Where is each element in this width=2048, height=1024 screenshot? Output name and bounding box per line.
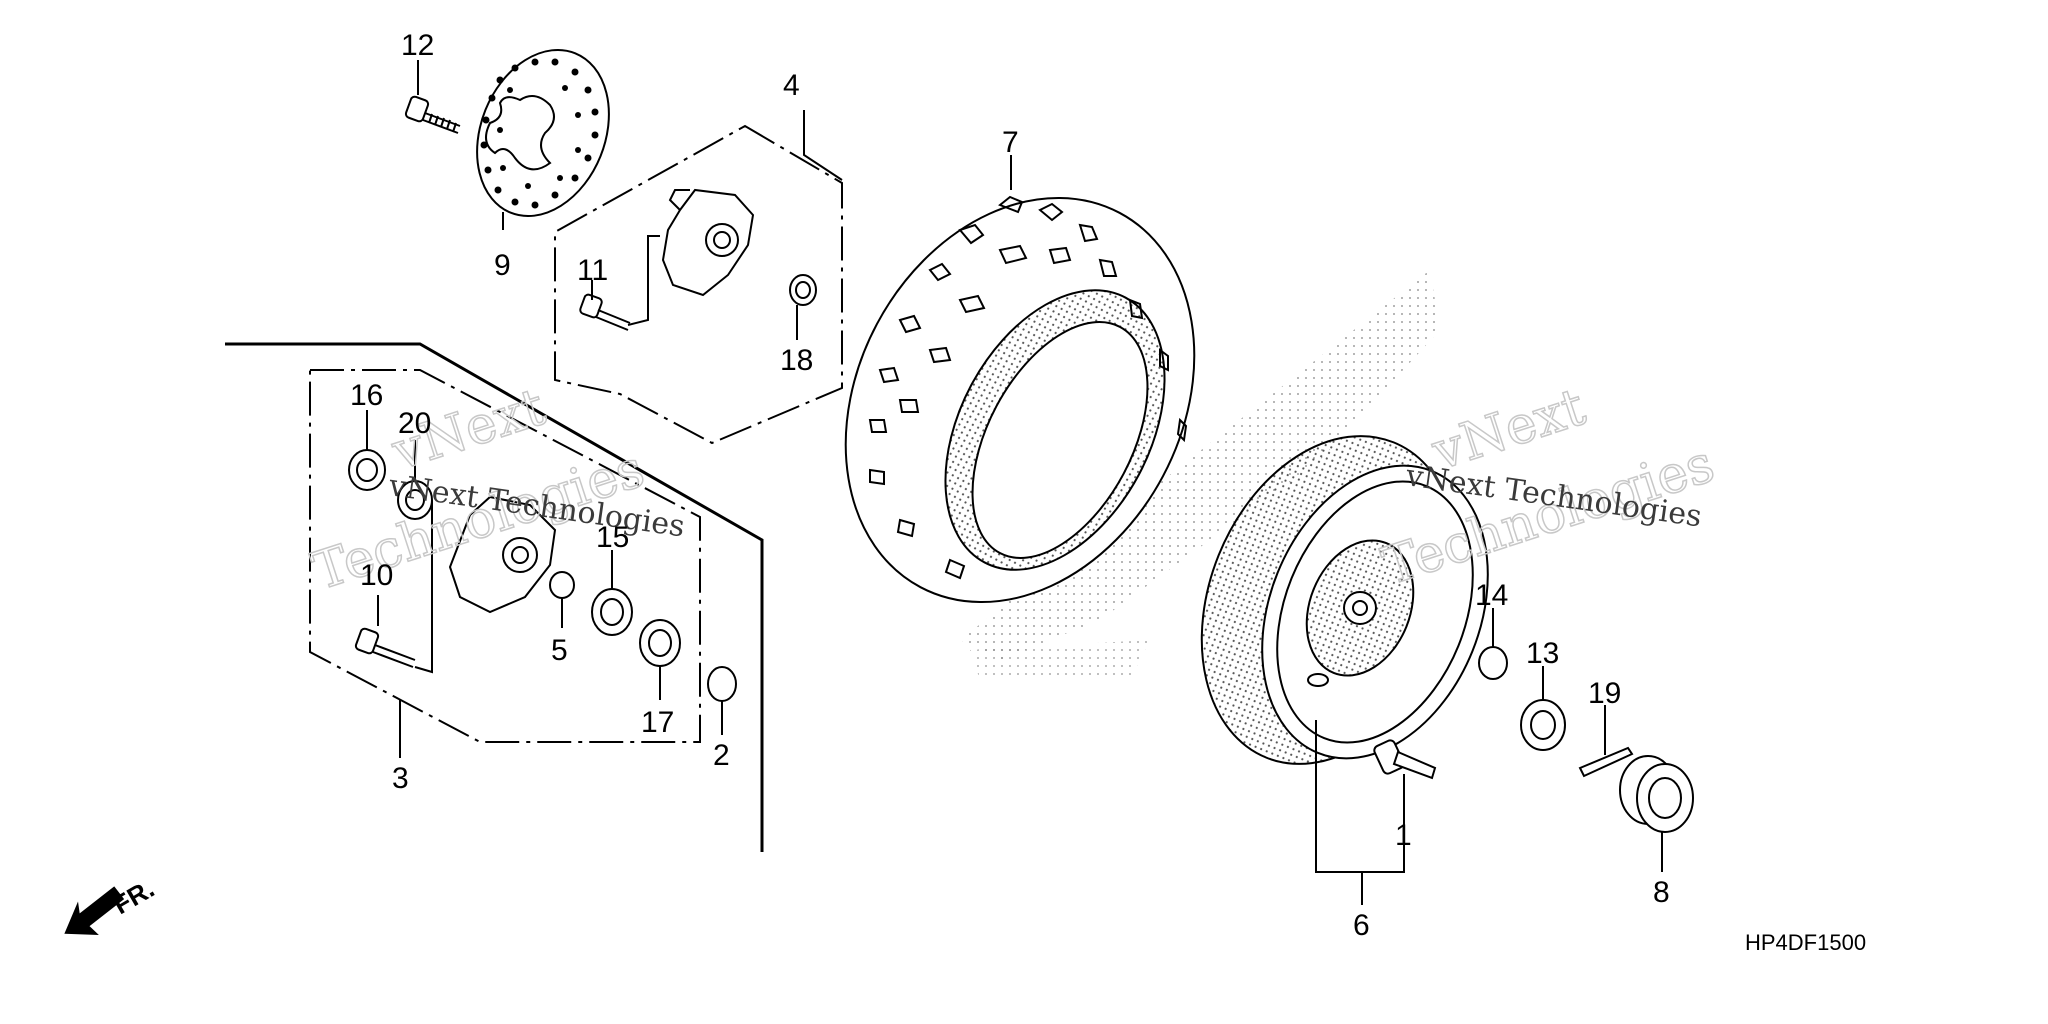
- callout-17: 17: [641, 706, 674, 739]
- callout-18: 18: [780, 344, 813, 377]
- hub-cap: [1619, 755, 1694, 833]
- cotter-pin: [1578, 746, 1634, 778]
- callout-19: 19: [1588, 677, 1621, 710]
- callout-5: 5: [551, 634, 568, 667]
- callout-8: 8: [1653, 876, 1670, 909]
- tire: [844, 195, 1196, 604]
- front-direction-indicator: FR.: [64, 873, 159, 935]
- disc-bolt: [404, 95, 461, 134]
- callout-4: 4: [783, 69, 800, 102]
- drawing-code: HP4DF1500: [1745, 930, 1866, 955]
- valve-stem: [1373, 739, 1437, 780]
- callout-7: 7: [1002, 126, 1019, 159]
- brake-disc: [476, 48, 610, 218]
- callout-13: 13: [1526, 637, 1559, 670]
- castle-nut: [1520, 699, 1566, 751]
- leader-lines: [366, 60, 1663, 905]
- callout-14: 14: [1475, 579, 1508, 612]
- hub-assembly-group: [554, 110, 843, 445]
- wheel-nut: [1478, 646, 1508, 680]
- callout-20: 20: [398, 407, 431, 440]
- callout-12: 12: [401, 29, 434, 62]
- wheel-rim: [1200, 435, 1489, 765]
- front-label: FR.: [108, 873, 159, 920]
- callout-9: 9: [494, 249, 511, 282]
- hub-group-3: [225, 342, 764, 852]
- callout-10: 10: [360, 559, 393, 592]
- callout-1: 1: [1395, 819, 1412, 852]
- callout-11: 11: [577, 254, 608, 287]
- callout-6: 6: [1353, 909, 1370, 942]
- callout-3: 3: [392, 762, 409, 795]
- callout-15: 15: [596, 521, 629, 554]
- callout-16: 16: [350, 379, 383, 412]
- callout-2: 2: [713, 739, 730, 772]
- callout-labels: 12 9 4 7 11 18 16 20 10 15 5 17 2 3 14 1…: [350, 29, 1670, 942]
